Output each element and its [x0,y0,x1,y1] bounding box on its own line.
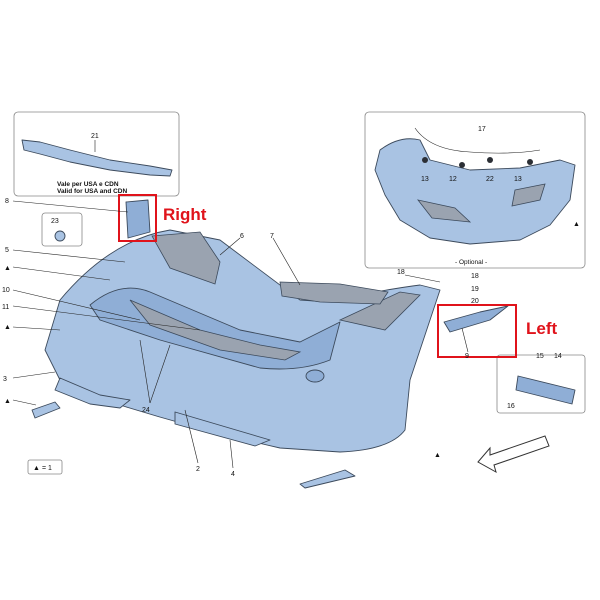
callout-18b: 18 [471,273,479,280]
center-grille [129,299,302,361]
callout-20: 20 [471,298,479,305]
callout-13a: 13 [421,176,429,183]
small-trim-left[interactable] [31,401,61,419]
optional-bumper-view[interactable] [374,138,576,245]
inset-triangle: ▲ [573,221,580,228]
triangle-4: ▲ [434,452,441,459]
callout-2: 2 [196,466,200,473]
callout-9: 9 [465,353,469,360]
callout-21: 21 [91,133,99,140]
front-splitter-right[interactable] [54,377,131,409]
sensor-harness [414,127,541,154]
callout-23: 23 [51,218,59,225]
fog-lamp-left [305,369,325,383]
callout-11: 11 [2,304,9,311]
callout-12: 12 [449,176,457,183]
part-9-bracket-left[interactable] [443,305,509,333]
inset-usa-cdn-box [13,111,180,197]
callout-16: 16 [507,403,515,410]
part-7-grille[interactable] [279,281,389,305]
callout-19: 19 [471,286,479,293]
sensor-12[interactable] [459,162,465,168]
usa-cdn-crossmember[interactable] [21,139,173,177]
callout-10: 10 [2,287,10,294]
callout-5: 5 [5,247,9,254]
highlight-label-left: Left [526,319,558,338]
part-23[interactable] [54,230,66,242]
front-direction-arrow [477,435,550,474]
callout-3: 3 [3,376,7,383]
callout-18a: 18 [397,269,405,276]
callout-15: 15 [536,353,544,360]
legend-box [27,459,63,475]
inset-23-box [41,212,83,247]
inset-caption-line2: Valid for USA and CDN [57,188,127,195]
triangle-2: ▲ [4,324,11,331]
highlight-box-right [118,194,157,242]
triangle-1: ▲ [4,265,11,272]
triangle-3: ▲ [4,398,11,405]
callout-17: 17 [478,126,486,133]
optional-label: - Optional - [455,259,487,266]
callout-6: 6 [240,233,244,240]
optional-left-grille [417,199,472,223]
sensor-13-right[interactable] [527,159,533,165]
callout-13b: 13 [514,176,522,183]
callout-14: 14 [554,353,562,360]
legend-text: = 1 [42,465,52,472]
callout-4: 4 [231,471,235,478]
part-6-grille[interactable] [151,231,221,285]
under-plate[interactable] [299,469,356,489]
highlight-label-right: Right [163,205,207,224]
inset-caption-line1: Vale per USA e CDN [57,181,119,188]
part-8-bracket-right[interactable] [125,199,151,239]
highlight-box-left [437,304,517,358]
lower-lip[interactable] [174,411,271,447]
callout-22: 22 [486,176,494,183]
callout-7: 7 [270,233,274,240]
legend-symbol: ▲ [33,465,40,472]
optional-right-grille [511,183,546,207]
callout-24: 24 [142,407,150,414]
callout-8: 8 [5,198,9,205]
part-14-plate-bracket[interactable] [515,375,576,405]
sensor-22[interactable] [487,157,493,163]
sensor-13-left[interactable] [422,157,428,163]
